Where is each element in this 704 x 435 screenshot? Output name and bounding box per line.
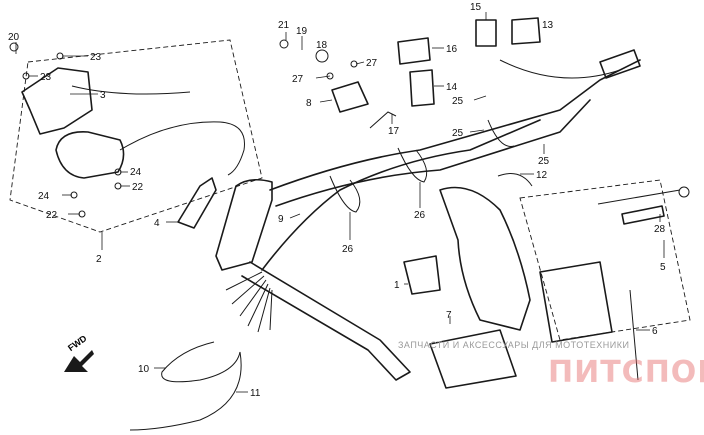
fwd-arrow-icon xyxy=(64,350,94,372)
callout-18: 18 xyxy=(316,40,328,51)
callout-25c: 25 xyxy=(538,156,550,167)
callout-28: 28 xyxy=(654,224,666,235)
callout-26b: 26 xyxy=(414,210,426,221)
coil-lead xyxy=(119,121,245,176)
callout-24b: 24 xyxy=(38,191,50,202)
band-12 xyxy=(497,173,533,187)
battery-group xyxy=(403,179,691,389)
regulator-8 xyxy=(331,81,369,113)
connector-15 xyxy=(475,19,497,47)
callout-27a: 27 xyxy=(292,74,304,85)
condenser-14 xyxy=(409,69,435,107)
callout-22b: 22 xyxy=(46,210,58,221)
battery-7 xyxy=(539,261,613,343)
callout-11: 11 xyxy=(250,388,261,399)
switch-1 xyxy=(403,255,441,295)
callout-1: 1 xyxy=(394,280,400,291)
callout-3: 3 xyxy=(100,90,106,101)
bolt-21 xyxy=(279,39,289,49)
callouts: 20 23 23 3 24 22 24 22 2 4 9 21 19 18 27… xyxy=(8,2,666,399)
callout-15: 15 xyxy=(470,2,482,13)
callout-6: 6 xyxy=(652,326,658,337)
coil-bracket xyxy=(21,67,93,135)
stay-17 xyxy=(369,111,397,129)
callout-16: 16 xyxy=(446,44,458,55)
callout-27b: 27 xyxy=(366,58,378,69)
fuse-28 xyxy=(621,205,665,225)
callout-9: 9 xyxy=(278,214,284,225)
watermark-text: ЗАПЧАСТИ И АКСЕССУАРЫ ДЛЯ МОТОТЕХНИКИ xyxy=(398,340,630,350)
cable-10 xyxy=(161,341,241,383)
callout-2: 2 xyxy=(96,254,102,265)
ignition-coil xyxy=(55,131,125,179)
main-harness xyxy=(225,119,541,333)
coil-right xyxy=(599,49,641,79)
callout-23b: 23 xyxy=(40,72,52,83)
callout-24a: 24 xyxy=(130,167,142,178)
callout-5: 5 xyxy=(660,262,666,273)
fuse-holder xyxy=(678,186,690,198)
callout-14: 14 xyxy=(446,82,458,93)
group-box-right xyxy=(519,179,691,341)
leader-lines xyxy=(15,12,665,393)
top-tube-lower xyxy=(275,99,591,207)
regulator-parts xyxy=(279,17,641,129)
clamp-26a xyxy=(329,175,361,213)
bolt-20 xyxy=(9,42,19,52)
coil-wire xyxy=(71,85,191,95)
callout-7: 7 xyxy=(446,310,452,321)
callout-25b: 25 xyxy=(452,128,464,139)
callout-19: 19 xyxy=(296,26,308,37)
frame xyxy=(215,59,641,381)
harness-9 xyxy=(261,119,541,271)
battery-cable-6 xyxy=(629,289,639,381)
callout-25a: 25 xyxy=(452,96,464,107)
callout-17: 17 xyxy=(388,126,400,137)
callout-8: 8 xyxy=(306,98,312,109)
head-tube xyxy=(215,178,273,271)
fuse-cable-5 xyxy=(597,189,681,205)
callout-26a: 26 xyxy=(342,244,354,255)
relay-16 xyxy=(397,37,431,65)
spark-plug-cap xyxy=(177,177,217,229)
callout-12: 12 xyxy=(536,170,548,181)
callout-20: 20 xyxy=(8,32,20,43)
clamp-26b xyxy=(397,147,428,183)
callout-23a: 23 xyxy=(90,52,102,63)
cable-11 xyxy=(129,351,242,431)
callout-4: 4 xyxy=(154,218,160,229)
cable-right xyxy=(499,59,641,79)
callout-21: 21 xyxy=(278,20,290,31)
harness-leads xyxy=(225,271,273,333)
connector-13 xyxy=(511,17,541,45)
engine-mount-area xyxy=(439,186,531,331)
callout-22a: 22 xyxy=(132,182,144,193)
battery-tray xyxy=(429,329,517,389)
watermark-brand: ПИТСПОРТ.RU xyxy=(548,355,704,390)
top-tube xyxy=(269,59,641,191)
ignition-coil-group xyxy=(9,39,263,233)
screw-27a xyxy=(326,72,334,80)
clamp-25 xyxy=(487,119,515,147)
grommet-18 xyxy=(315,49,329,63)
callout-13: 13 xyxy=(542,20,554,31)
group-box-left xyxy=(9,39,263,233)
callout-10: 10 xyxy=(138,364,150,375)
down-tube xyxy=(241,261,411,381)
